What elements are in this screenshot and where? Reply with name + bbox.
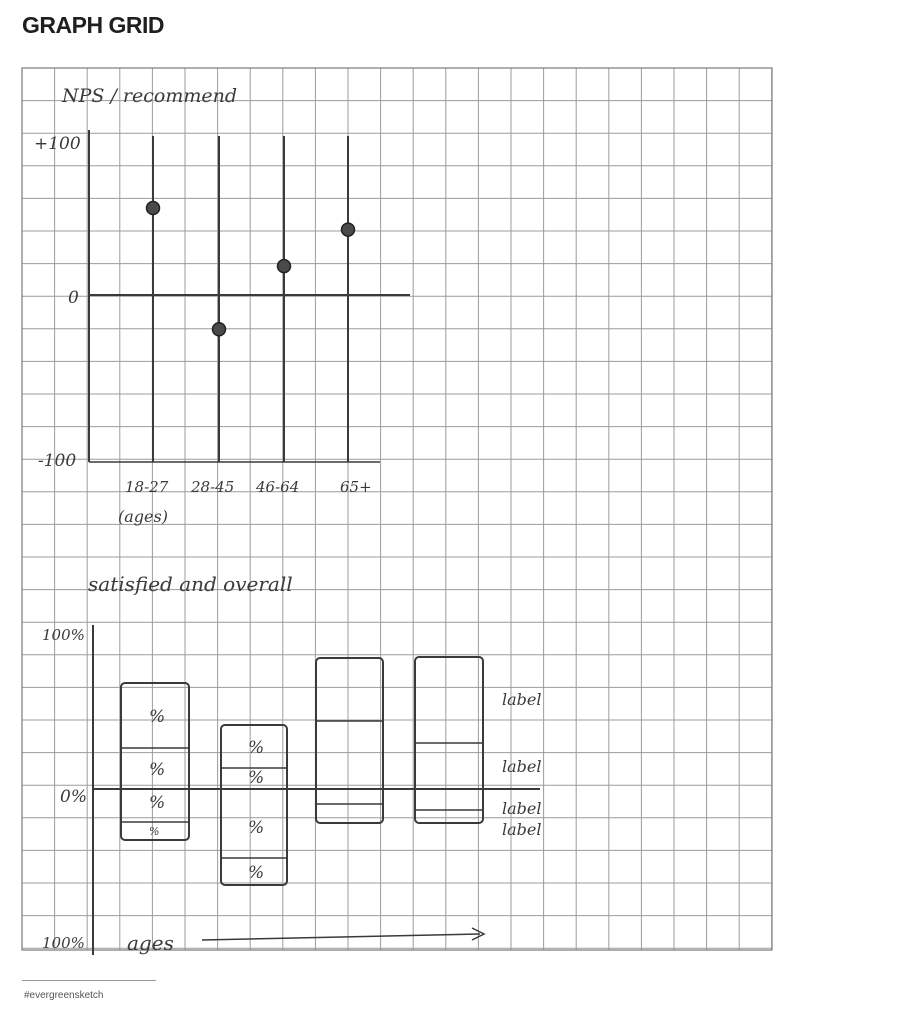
- nps-data-point: [276, 258, 292, 274]
- stacked-bar: [315, 657, 384, 824]
- satisfied-y-tick-zero: 0%: [60, 787, 87, 807]
- bar-segment-label: %: [248, 738, 264, 758]
- nps-chart-title: NPS / recommend: [61, 85, 237, 107]
- legend-label-3: label: [502, 799, 541, 818]
- nps-x-label: (ages): [118, 507, 168, 526]
- nps-chart: NPS / recommend +100 0 -100 18-27 28-45 46…: [34, 85, 410, 526]
- bar-segment-label: %: [248, 818, 264, 838]
- bar-segment-label: %: [149, 793, 165, 813]
- nps-data-point: [340, 222, 356, 237]
- stacked-bar: [120, 682, 190, 841]
- nps-x-tick-label: 65+: [340, 478, 372, 496]
- bar-segment-label: %: [149, 707, 165, 727]
- satisfied-x-label: ages: [127, 931, 174, 955]
- nps-x-tick-label: 46-64: [255, 478, 299, 496]
- grid-border: [21, 67, 773, 951]
- ages-arrow-head: [471, 927, 486, 941]
- nps-data-point: [211, 321, 227, 337]
- satisfied-bars: %%%%%%%%: [120, 656, 484, 886]
- nps-y-tick-bottom: -100: [38, 451, 76, 471]
- bar-segment-label: %: [248, 863, 264, 883]
- stacked-bar: [414, 656, 484, 824]
- stacked-bar: [220, 724, 288, 886]
- nps-columns: 18-27 28-45 46-64 65+: [125, 136, 372, 496]
- nps-data-point: [145, 200, 161, 216]
- nps-y-tick-zero: 0: [68, 288, 79, 308]
- satisfied-chart: satisfied and overall 100% 0% 100% %%%%%…: [42, 572, 541, 955]
- bar-segment-label: %: [149, 760, 165, 780]
- satisfied-y-tick-bottom: 100%: [42, 934, 85, 952]
- page-title: GRAPH GRID: [22, 12, 164, 38]
- nps-x-tick-label: 18-27: [125, 478, 169, 496]
- legend-label-4: label: [502, 820, 541, 839]
- legend-label-1: label: [502, 690, 541, 709]
- satisfied-chart-title: satisfied and overall: [88, 572, 293, 596]
- satisfied-y-tick-top: 100%: [42, 626, 85, 644]
- grid-lines: [21, 67, 773, 951]
- bar-segment-label: %: [248, 768, 264, 788]
- footer-hashtag: #evergreensketch: [24, 990, 104, 1001]
- ages-arrow-line: [201, 933, 481, 941]
- nps-y-tick-top: +100: [34, 134, 81, 154]
- bar-segment-label: %: [149, 825, 159, 838]
- footer-divider: [22, 980, 156, 981]
- nps-x-tick-label: 28-45: [190, 478, 234, 496]
- legend-label-2: label: [502, 757, 541, 776]
